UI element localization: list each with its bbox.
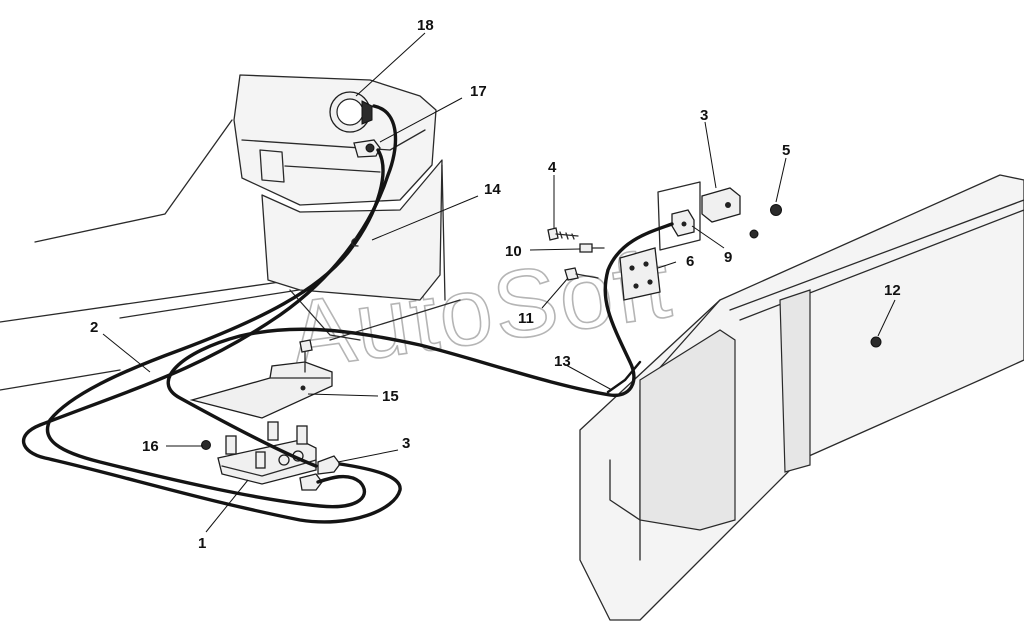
callout-13: 13: [554, 353, 571, 370]
callout-10: 10: [505, 243, 522, 260]
callout-1: 1: [198, 535, 206, 552]
callouts: 18 17 14 2 15 16 3 1 3 5 4 10 6 9 11 12 …: [90, 17, 901, 552]
bracket-plate-6: [619, 247, 661, 301]
harness-wires: [21, 104, 674, 524]
callout-3-lower: 3: [402, 435, 410, 452]
callout-17: 17: [470, 83, 487, 100]
callout-6: 6: [686, 253, 694, 270]
callout-11: 11: [518, 310, 534, 327]
gauge-18: [329, 91, 373, 133]
callout-18: 18: [417, 17, 434, 34]
callout-16: 16: [142, 438, 159, 455]
bracket-3-upper: [657, 181, 741, 251]
frame-rail: [579, 174, 1024, 621]
callout-12: 12: [884, 282, 901, 299]
callout-15: 15: [382, 388, 399, 405]
fasteners: [547, 204, 882, 348]
tank-assembly: [233, 74, 446, 341]
callout-4: 4: [548, 159, 557, 176]
leader-lines: [102, 32, 896, 533]
callout-3-upper: 3: [700, 107, 708, 124]
sensor-17: [353, 139, 381, 158]
callout-9: 9: [724, 249, 732, 266]
callout-5: 5: [782, 142, 790, 159]
junction-block-1: [201, 421, 341, 491]
callout-2: 2: [90, 319, 98, 336]
callout-14: 14: [484, 181, 501, 198]
mount-plate-15: [189, 339, 333, 419]
